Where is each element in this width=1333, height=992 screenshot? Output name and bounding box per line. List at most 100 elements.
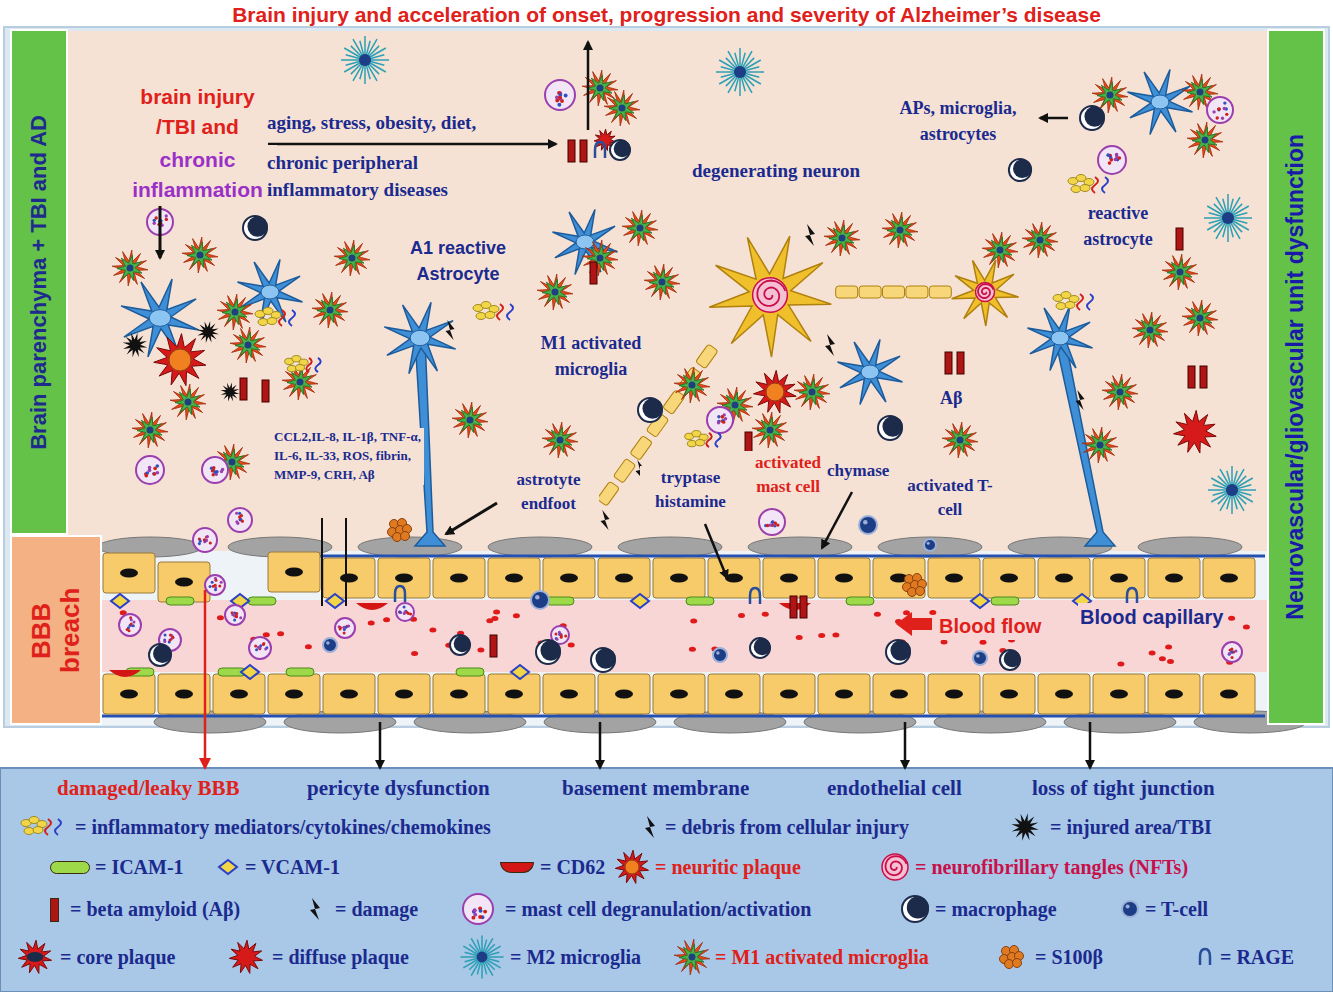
structure-label: pericyte dysfunction <box>305 774 492 804</box>
cell-nucleus <box>285 568 303 577</box>
chemokine <box>306 358 311 372</box>
granule <box>1228 653 1231 656</box>
beta-amyloid <box>1176 228 1183 250</box>
endothelial-cell <box>488 558 540 598</box>
microglia-process <box>721 73 735 77</box>
microglia-nucleus <box>1037 237 1044 244</box>
microglia-spikes <box>1102 374 1138 410</box>
microglia-spikes <box>644 264 680 300</box>
beta-amyloid <box>580 140 587 162</box>
myelin-segment <box>883 286 905 298</box>
cell-nucleus <box>780 690 798 699</box>
brain-parenchyma <box>68 31 1267 551</box>
microglia-body <box>1137 317 1162 342</box>
cell-nucleus <box>670 574 688 583</box>
beta-amyloid <box>945 352 952 374</box>
mast-cell-body <box>463 894 493 924</box>
astrocyte <box>1128 70 1193 135</box>
pericyte <box>358 537 462 557</box>
annotation-label: chronic peripheral inflammatory diseases <box>265 150 499 204</box>
granule <box>398 611 401 614</box>
damage-bolt <box>446 320 455 340</box>
microglia-nucleus <box>767 427 774 434</box>
mast-cell-body <box>1207 97 1233 123</box>
granule <box>205 539 208 542</box>
cell-nucleus <box>1165 690 1183 699</box>
myelin-segment <box>906 286 928 298</box>
legend-text: = macrophage <box>935 897 1057 921</box>
microglia-nucleus <box>1226 484 1238 496</box>
basement-membrane <box>268 555 1265 558</box>
legend-text: = T-cell <box>1145 897 1208 921</box>
structure-label: damaged/leaky BBB <box>55 774 242 804</box>
granule <box>1108 161 1112 165</box>
endothelial-cell <box>488 674 540 714</box>
chemokine <box>1087 294 1093 310</box>
m1-microglia <box>282 364 318 400</box>
damage-bolt <box>601 510 610 530</box>
pericyte <box>618 537 722 557</box>
granule <box>1217 107 1220 110</box>
m1-microglia <box>452 402 488 438</box>
macrophage <box>750 638 771 658</box>
astrocyte-body <box>1128 70 1193 135</box>
microglia-process <box>1233 495 1237 509</box>
annotation-label: CCL2,IL-8, IL-1β, TNF-α, IL-6, IL-33, RO… <box>272 428 424 485</box>
microglia-nucleus <box>897 227 904 234</box>
mast-cell-body <box>249 637 271 659</box>
microglia-nucleus <box>734 66 746 78</box>
granule <box>258 646 261 649</box>
arrow <box>159 206 162 258</box>
chemokine <box>289 310 295 326</box>
cytokine <box>287 365 296 371</box>
cytokine <box>1056 303 1066 310</box>
microglia-spikes <box>282 364 318 400</box>
plaque-core <box>625 860 639 874</box>
cell-nucleus <box>1110 574 1128 583</box>
microglia-spikes <box>230 327 266 363</box>
t-cell-highlight <box>863 520 868 525</box>
basement-membrane <box>100 715 1265 718</box>
plaque <box>754 370 797 413</box>
granule <box>1118 156 1122 160</box>
microglia-process <box>1204 217 1223 219</box>
beta-amyloid <box>1200 366 1207 388</box>
s100b <box>1000 946 1024 969</box>
microglia-process <box>1213 491 1227 495</box>
endothelial-cell <box>983 674 1035 714</box>
beta-amyloid <box>957 352 964 374</box>
macrophage-body <box>591 648 615 672</box>
blood-cell <box>1165 645 1172 650</box>
illustration-symbols <box>18 36 1306 979</box>
t-cell-highlight <box>927 542 930 545</box>
granule <box>152 472 156 476</box>
endothelial-cell <box>708 558 760 598</box>
mast-cell-body <box>202 457 228 483</box>
annotation-label: Blood flow <box>937 612 1043 640</box>
granule <box>1221 117 1224 120</box>
macrophage-core <box>907 896 929 918</box>
blood-cell <box>980 640 987 645</box>
microglia-nucleus <box>1222 212 1234 224</box>
microglia-spikes <box>794 374 830 410</box>
m1-microglia <box>1187 122 1223 158</box>
microglia-process <box>486 952 499 955</box>
microglia-spikes <box>542 422 578 458</box>
legend-text: = beta amyloid (Aβ) <box>70 897 240 921</box>
macrophage-body <box>878 416 902 440</box>
cytokines <box>473 302 513 321</box>
endothelial-cell <box>433 558 485 598</box>
microglia-spikes <box>170 384 206 420</box>
granule <box>771 520 774 523</box>
granule <box>722 420 725 423</box>
mast-cell <box>1098 146 1126 174</box>
granule <box>721 415 724 418</box>
cell-nucleus <box>725 690 743 699</box>
blood-cell <box>383 617 390 622</box>
blood-cell <box>1117 661 1124 666</box>
arrow <box>822 492 852 548</box>
m2-microglia <box>1204 194 1252 242</box>
cell-nucleus <box>725 574 743 583</box>
blood-cell <box>429 628 436 633</box>
granule <box>169 633 172 636</box>
